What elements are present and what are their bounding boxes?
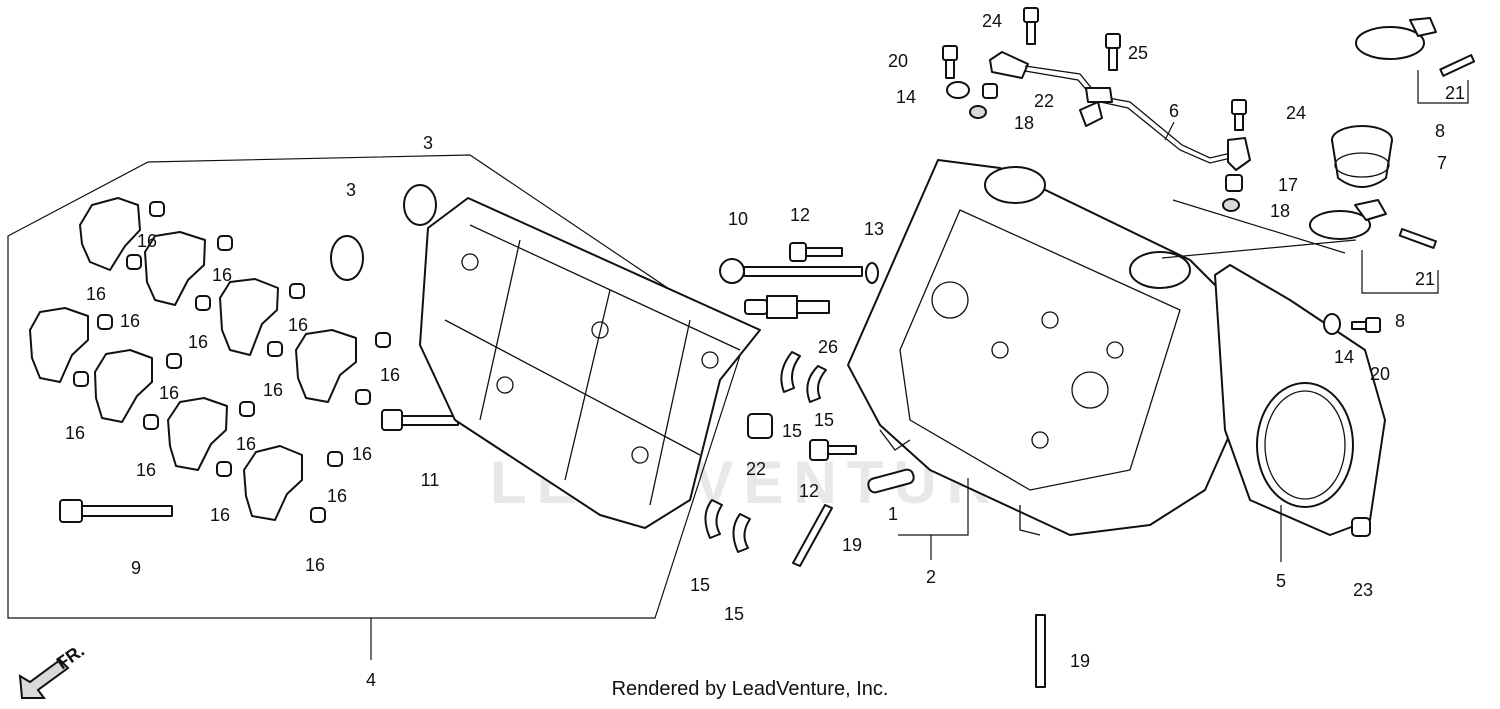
clamps-and-insulator [1309,17,1476,335]
bolt-11 [381,409,459,431]
callout-16: 16 [212,265,232,285]
callout-15: 15 [814,410,834,430]
dowel-pins [73,201,391,523]
callout-16: 16 [327,486,347,506]
callout-21: 21 [1445,83,1465,103]
callout-5: 5 [1276,571,1286,591]
callout-18: 18 [1270,201,1290,221]
callout-16: 16 [352,444,372,464]
callout-16: 16 [236,434,256,454]
callout-22: 22 [1034,91,1054,111]
callout-15: 15 [724,604,744,624]
collar-22 [747,413,773,439]
washer-14 [946,81,970,99]
callout-16: 16 [210,505,230,525]
callout-20: 20 [1370,364,1390,384]
bolt-9 [59,499,173,523]
callout-19: 19 [1070,651,1090,671]
stud-19-lower [1035,614,1046,688]
callout-21: 21 [1415,269,1435,289]
callout-24: 24 [1286,103,1306,123]
arc-seals [704,351,827,553]
callout-17: 17 [1278,175,1298,195]
callout-18: 18 [1014,113,1034,133]
nut-18 [969,105,987,119]
callout-14: 14 [1334,347,1354,367]
callout-24: 24 [982,11,1002,31]
callout-16: 16 [263,380,283,400]
callout-12: 12 [790,205,810,225]
collar-17 [1225,174,1243,192]
callout-25: 25 [1128,43,1148,63]
callout-6: 6 [1169,101,1179,121]
callout-14: 14 [896,87,916,107]
callout-16: 16 [159,383,179,403]
dowel-23 [1351,517,1371,537]
head-gasket [1214,264,1386,536]
callout-19: 19 [842,535,862,555]
callout-13: 13 [864,219,884,239]
callout-23: 23 [1353,580,1373,600]
callout-16: 16 [305,555,325,575]
callout-8: 8 [1395,311,1405,331]
callout-11: 11 [421,470,440,490]
callout-12: 12 [799,481,819,501]
callout-3: 3 [346,180,356,200]
stud-bolt-10 [719,258,879,284]
nut-18-right [1222,198,1240,212]
callout-20: 20 [888,51,908,71]
callout-3: 3 [423,133,433,153]
bolt-12 [789,242,843,262]
credit-line: Rendered by LeadVenture, Inc. [611,678,889,700]
bolt-12-lower [809,439,857,461]
callout-16: 16 [136,460,156,480]
callout-16: 16 [86,284,106,304]
callout-15: 15 [690,575,710,595]
callout-4: 4 [366,670,376,690]
callout-15: 15 [782,421,802,441]
dowel-1 [867,468,915,494]
callout-16: 16 [288,315,308,335]
spark-plug-26 [744,295,830,319]
callout-1: 1 [888,504,898,524]
callout-16: 16 [120,311,140,331]
front-arrow-icon [18,658,70,699]
stud-19 [792,504,833,567]
callout-16: 16 [65,423,85,443]
cam-holders [29,197,357,521]
callout-8: 8 [1435,121,1445,141]
callout-10: 10 [728,209,748,229]
callout-7: 7 [1437,153,1447,173]
collar-22-top [982,83,998,99]
end-caps [330,184,437,281]
oil-bolts [942,7,1247,131]
callout-26: 26 [818,337,838,357]
callout-16: 16 [188,332,208,352]
callout-2: 2 [926,567,936,587]
callout-22: 22 [746,459,766,479]
callout-16: 16 [137,231,157,251]
cylinder-head [847,159,1251,536]
callout-9: 9 [131,558,141,578]
camshaft-holder-housing [419,197,761,529]
oil-pipe [989,51,1251,171]
callout-16: 16 [380,365,400,385]
